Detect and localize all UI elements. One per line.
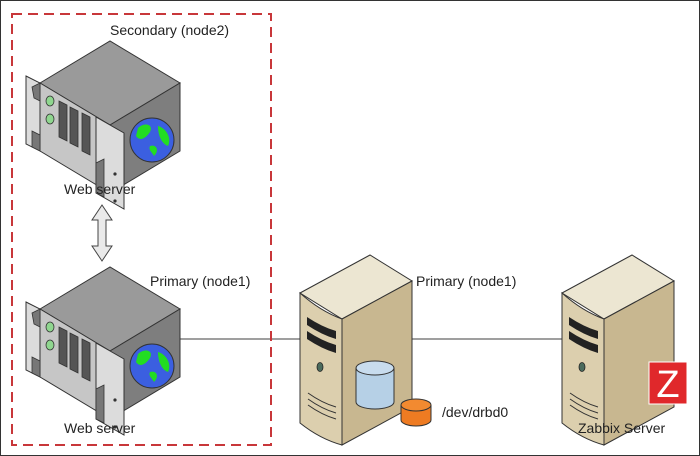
drbd-device-label: /dev/drbd0 bbox=[442, 404, 509, 420]
primary-web-server-label: Web server bbox=[64, 420, 136, 436]
storage-cylinder-icon bbox=[355, 360, 395, 410]
tower-server-icon bbox=[561, 254, 675, 446]
globe-icon bbox=[129, 343, 175, 389]
primary-web-role-label: Primary (node1) bbox=[150, 273, 251, 289]
zabbix-badge-letter: Z bbox=[656, 364, 679, 406]
failover-arrow-icon bbox=[91, 204, 113, 262]
zabbix-logo-icon: Z bbox=[648, 361, 688, 406]
disk-cylinder-icon bbox=[400, 398, 432, 427]
db-primary-role-label: Primary (node1) bbox=[416, 273, 517, 289]
globe-icon bbox=[129, 117, 175, 163]
secondary-web-server-label: Web server bbox=[64, 181, 136, 197]
tower-server-icon bbox=[299, 254, 413, 446]
zabbix-server-label: Zabbix Server bbox=[578, 420, 666, 436]
secondary-node-role-label: Secondary (node2) bbox=[110, 22, 230, 38]
cluster-boundary bbox=[11, 13, 272, 446]
